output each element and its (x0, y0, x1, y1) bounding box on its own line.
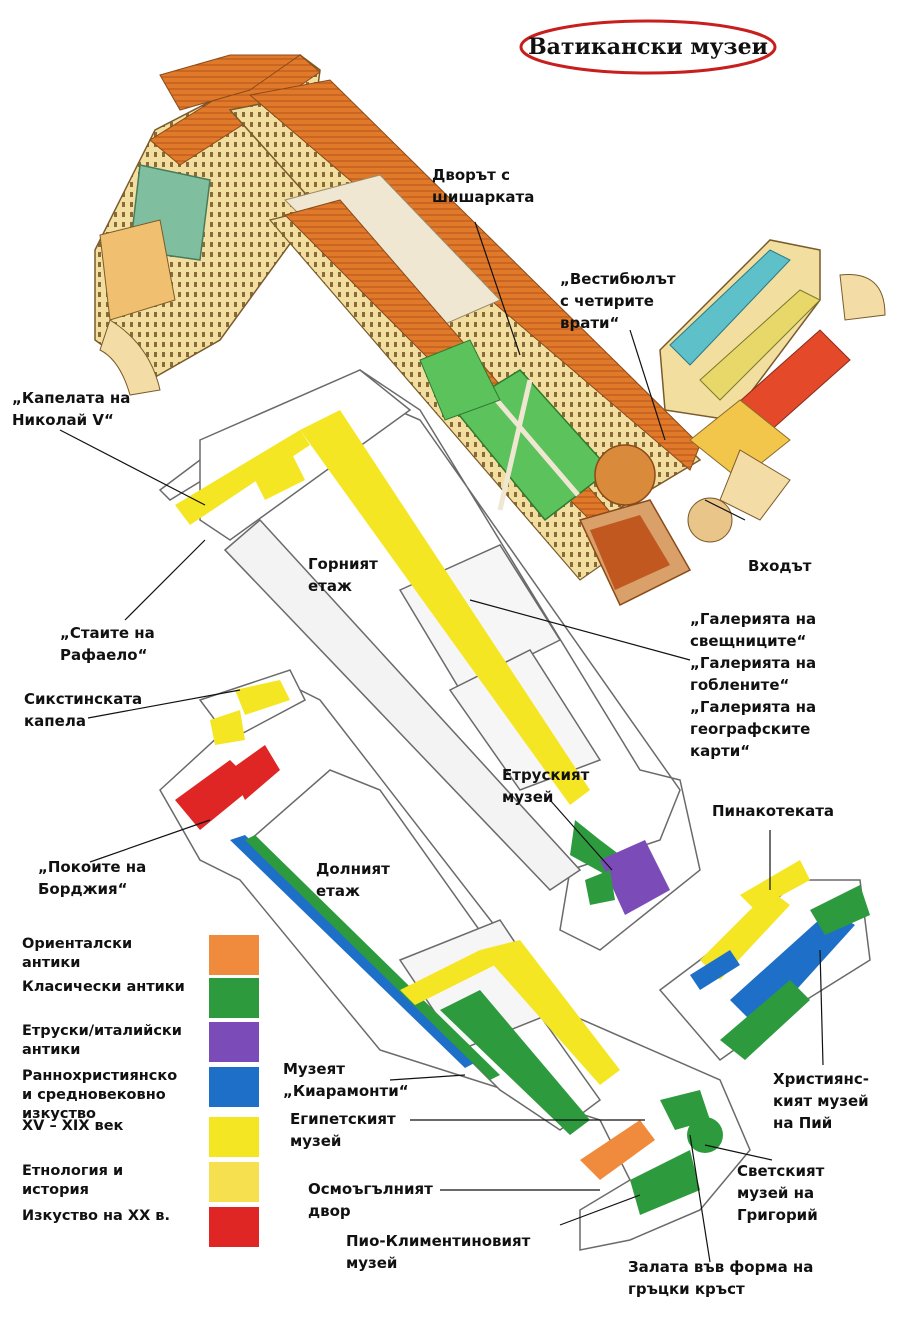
label-gregorian-museum: Светският музей на Григорий (737, 1162, 825, 1224)
label-vestibule: „Вестибюлът с четирите врати“ (560, 270, 676, 332)
label-entrance: Входът (748, 557, 812, 575)
legend-label: Етнология и история (22, 1163, 124, 1198)
label-christian-museum: Християнс- кият музей на Пий (773, 1070, 870, 1132)
label-etruscan-museum: Етруският музей (502, 766, 590, 806)
label-octagonal-court: Осмоъгълният двор (308, 1180, 433, 1220)
label-nicholas-chapel: „Капелата на Николай V“ (12, 389, 131, 429)
legend-item-oriental: Ориенталски антики (22, 935, 262, 975)
legend-item-etruscan: Етруски/италийски антики (22, 1022, 262, 1062)
label-egyptian-museum: Египетският музей (290, 1110, 396, 1150)
legend-swatch-xx-century (209, 1207, 259, 1247)
leader-lines (59, 221, 824, 1263)
label-lower-floor: Долният етаж (316, 860, 390, 900)
legend-label: Раннохристиянско и средновековно изкуств… (22, 1068, 178, 1122)
title-ellipse (519, 19, 777, 75)
legend-item-ethnology: Етнология и история (22, 1162, 262, 1202)
legend-label: Ориенталски антики (22, 936, 133, 971)
legend-label: Етруски/италийски антики (22, 1023, 182, 1058)
label-sistine-chapel: Сикстинската капела (24, 690, 143, 730)
legend-swatch-xv-xix (209, 1117, 259, 1157)
legend-item-classical: Класически антики (22, 978, 262, 1018)
map-title: Ватикански музеи (528, 34, 768, 60)
legend-label: XV – XIX век (22, 1118, 124, 1134)
label-courtyard-pinecone: Дворът с шишарката (432, 166, 535, 206)
title-badge: Ватикански музеи (518, 18, 778, 76)
legend-item-xx-century: Изкуство на XX в. (22, 1207, 262, 1247)
label-raphael-rooms: „Стаите на Рафаело“ (60, 624, 155, 664)
label-pio-clementino: Пио-Климентиновият музей (346, 1232, 531, 1272)
legend-item-christian: Раннохристиянско и средновековно изкуств… (22, 1067, 262, 1122)
legend-label: Класически антики (22, 979, 185, 995)
label-chiaramonti: Музеят „Киарамонти“ (283, 1060, 409, 1100)
legend-swatch-etruscan (209, 1022, 259, 1062)
upper-floor-colors (175, 410, 670, 915)
legend-item-xv-xix: XV – XIX век (22, 1117, 262, 1157)
legend-swatch-classical (209, 978, 259, 1018)
legend-swatch-ethnology (209, 1162, 259, 1202)
legend-swatch-christian (209, 1067, 259, 1107)
label-pinacoteca: Пинакотеката (712, 802, 835, 820)
label-borgia-apartments: „Покоите на Борджия“ (38, 858, 147, 898)
lower-floor-colors (175, 680, 870, 1215)
legend-swatch-oriental (209, 935, 259, 975)
legend-label: Изкуство на XX в. (22, 1208, 170, 1224)
label-greek-cross-hall: Залата във форма на гръцки кръст (628, 1258, 814, 1298)
label-upper-floor: Горният етаж (308, 555, 378, 595)
building-complex (94, 54, 886, 607)
label-galleries: „Галерията на свещниците“ „Галерията на … (690, 610, 817, 760)
